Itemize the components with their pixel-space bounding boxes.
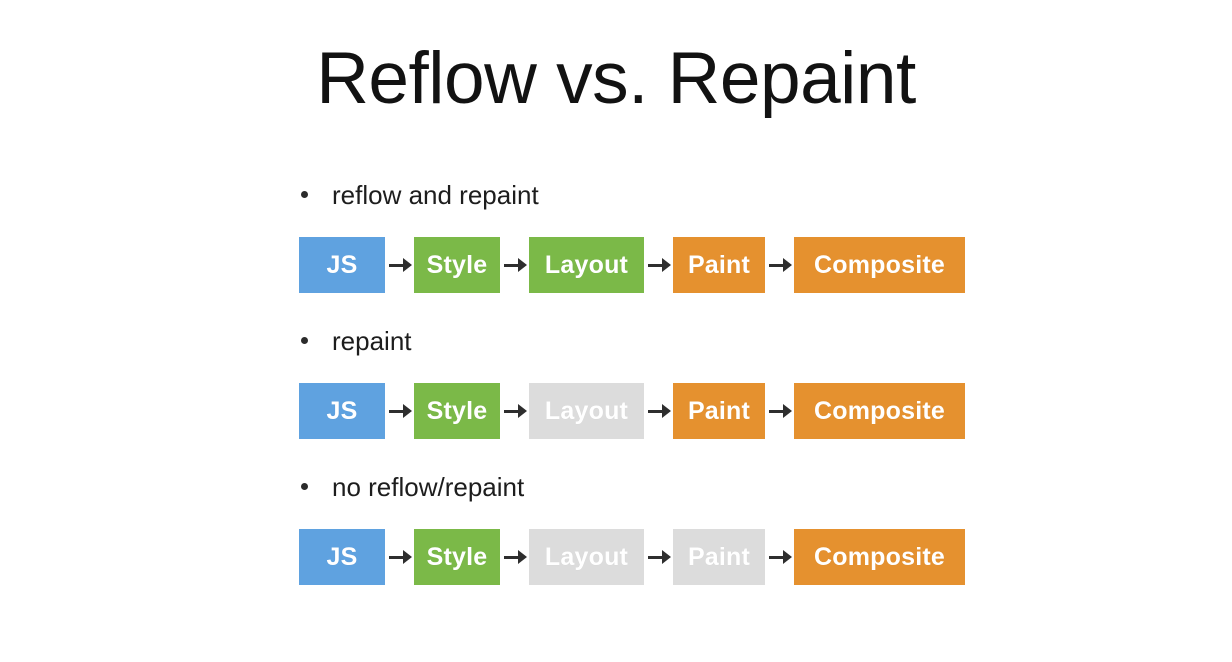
bullet-dot-icon: [301, 337, 308, 344]
bullet-label: repaint: [332, 326, 412, 356]
content-area: reflow and repaint JS Style Layout Paint: [299, 176, 979, 614]
arrow-right-icon: [500, 383, 529, 439]
rendering-pipeline: JS Style Layout Paint Composite: [299, 383, 965, 439]
arrow-right-icon: [644, 237, 673, 293]
pipeline-stage-composite: Composite: [794, 237, 965, 293]
bullet-dot-icon: [301, 191, 308, 198]
arrow-right-icon: [765, 529, 794, 585]
page-title: Reflow vs. Repaint: [316, 38, 916, 119]
arrow-right-icon: [500, 529, 529, 585]
rendering-pipeline: JS Style Layout Paint Composite: [299, 529, 965, 585]
arrow-right-icon: [385, 383, 414, 439]
pipeline-stage-style: Style: [414, 383, 500, 439]
bullet-label: no reflow/repaint: [332, 472, 525, 502]
arrow-right-icon: [385, 237, 414, 293]
pipeline-stage-style: Style: [414, 237, 500, 293]
pipeline-stage-js: JS: [299, 237, 385, 293]
pipeline-stage-paint: Paint: [673, 383, 765, 439]
pipeline-stage-composite: Composite: [794, 529, 965, 585]
pipeline-stage-paint: Paint: [673, 529, 765, 585]
pipeline-stage-layout: Layout: [529, 237, 644, 293]
pipeline-stage-composite: Composite: [794, 383, 965, 439]
pipeline-group: repaint JS Style Layout Paint: [299, 322, 979, 468]
pipeline-stage-js: JS: [299, 529, 385, 585]
bullet-item: reflow and repaint: [299, 176, 979, 216]
arrow-right-icon: [765, 237, 794, 293]
pipeline-stage-style: Style: [414, 529, 500, 585]
pipeline-stage-js: JS: [299, 383, 385, 439]
arrow-right-icon: [500, 237, 529, 293]
pipeline-stage-layout: Layout: [529, 383, 644, 439]
bullet-item: repaint: [299, 322, 979, 362]
arrow-right-icon: [765, 383, 794, 439]
pipeline-stage-layout: Layout: [529, 529, 644, 585]
bullet-item: no reflow/repaint: [299, 468, 979, 508]
pipeline-stage-paint: Paint: [673, 237, 765, 293]
pipeline-group: reflow and repaint JS Style Layout Paint: [299, 176, 979, 322]
rendering-pipeline: JS Style Layout Paint Composite: [299, 237, 965, 293]
bullet-dot-icon: [301, 483, 308, 490]
pipeline-group: no reflow/repaint JS Style Layout Paint: [299, 468, 979, 614]
arrow-right-icon: [644, 529, 673, 585]
arrow-right-icon: [644, 383, 673, 439]
bullet-label: reflow and repaint: [332, 180, 539, 210]
arrow-right-icon: [385, 529, 414, 585]
